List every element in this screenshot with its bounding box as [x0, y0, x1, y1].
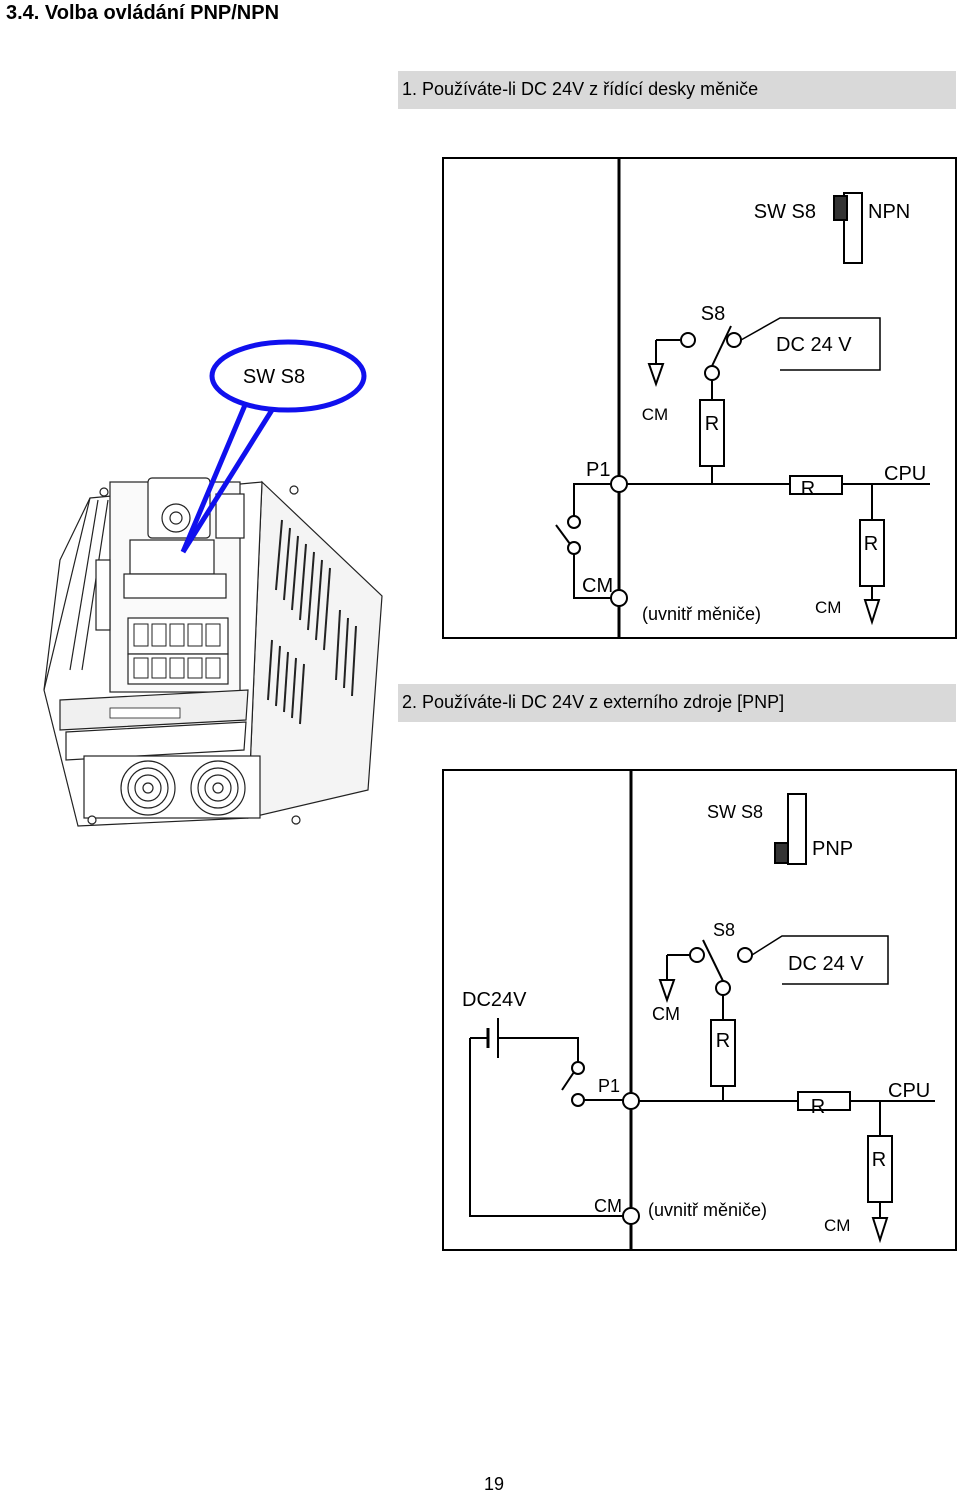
case1-cm-right: CM [815, 598, 841, 617]
case1-r-mid: R [801, 478, 815, 500]
case1-r-right: R [864, 533, 878, 555]
case2-cm-top: CM [652, 1004, 680, 1024]
case1-s8-label: S8 [701, 303, 725, 325]
case2-inside-label: (uvnitř měniče) [648, 1200, 767, 1220]
case1-inside-label: (uvnitř měniče) [642, 604, 761, 624]
case2-dc24v-label: DC24V [462, 989, 527, 1011]
case1-p1-label: P1 [586, 459, 610, 481]
case2-s8-label: S8 [713, 920, 735, 940]
case2-cm-left: CM [594, 1196, 622, 1216]
case2-p1-label: P1 [598, 1076, 620, 1096]
case2-cm-right: CM [824, 1216, 850, 1235]
case2-heading: 2. Používáte-li DC 24V z externího zdroj… [398, 684, 956, 722]
inverter-illustration [43, 477, 383, 827]
case2-r-right: R [872, 1149, 886, 1171]
case1-cm-top: CM [642, 405, 668, 424]
callout-balloon [180, 339, 367, 554]
case1-cm-left: CM [582, 575, 613, 597]
page-number: 19 [484, 1474, 505, 1494]
case1-r-top: R [705, 413, 719, 435]
section-title: 3.4. Volba ovládání PNP/NPN [6, 2, 280, 24]
case1-switch-mode: NPN [868, 201, 910, 223]
case2-switch-mode: PNP [812, 838, 853, 860]
case1-dc-label: DC 24 V [776, 334, 852, 356]
case2-r-top: R [716, 1030, 730, 1052]
case2-switch-label: SW S8 [707, 802, 763, 822]
case2-r-mid: R [811, 1096, 825, 1118]
case1-heading: 1. Používáte-li DC 24V z řídící desky mě… [398, 71, 956, 109]
case2-cpu-label: CPU [888, 1080, 930, 1102]
callout-label: SW S8 [243, 366, 305, 388]
case2-diagram [442, 769, 957, 1251]
case2-dc-label: DC 24 V [788, 953, 864, 975]
case1-diagram [442, 157, 957, 639]
case1-cpu-label: CPU [884, 463, 926, 485]
case1-switch-label: SW S8 [754, 201, 816, 223]
